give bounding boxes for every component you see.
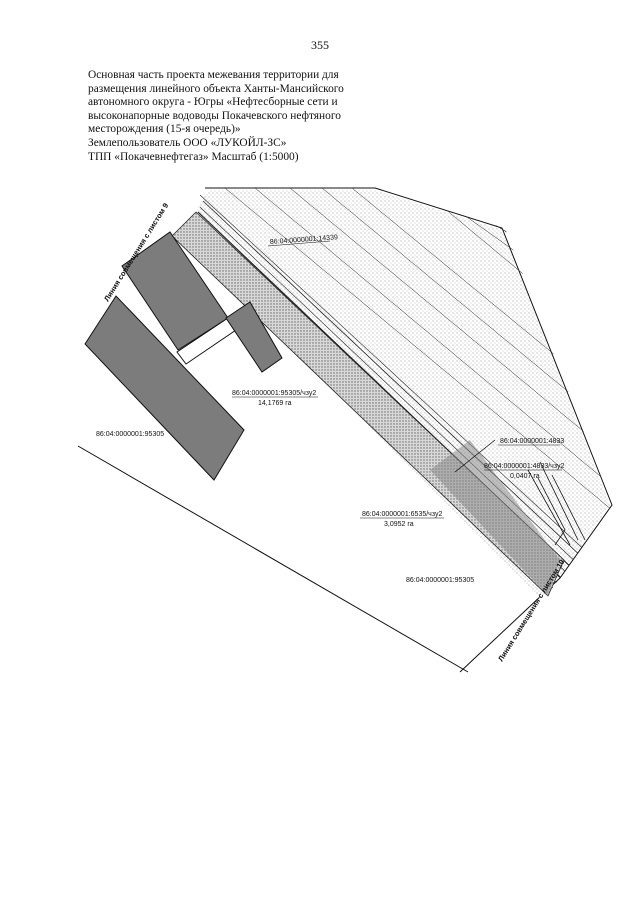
pad-parcel	[225, 301, 283, 373]
parcel-number: 86:04:0000001:14339	[270, 234, 339, 246]
parcel-boundary	[77, 445, 469, 673]
label-leaders	[232, 240, 562, 519]
right-of-way-band	[430, 440, 560, 596]
heading-line: Основная часть проекта межевания террито…	[88, 69, 339, 81]
document-heading: Основная часть проекта межевания террито…	[88, 69, 388, 164]
parcel-number: 86:04:0000001:4833/чзу2	[484, 463, 564, 470]
parcel-number: 86:04:0000001:95305/чзу2	[232, 390, 316, 397]
area-value: 0,0407 га	[510, 473, 540, 480]
parcel-4833-lines	[454, 439, 586, 546]
area-value: 14,1769 га	[258, 400, 292, 407]
parcel-number: 86:04:0000001:95305	[96, 431, 164, 438]
heading-line: автономного округа - Югры «Нефтесборные …	[88, 96, 338, 109]
pad-parcel	[121, 231, 229, 351]
land-user-line: Землепользователь ООО «ЛУКОЙЛ-ЗС»	[88, 136, 287, 149]
heading-line: размещения линейного объекта Ханты-Манси…	[88, 82, 344, 95]
page-number: 355	[311, 38, 329, 52]
parcel-number: 86:04:0000001:95305	[406, 577, 474, 584]
pad-parcel	[84, 295, 245, 481]
area-value: 3,0952 га	[384, 521, 414, 528]
heading-line: высоконапорные водоводы Покачевского неф…	[88, 109, 341, 122]
heading-line: месторождения (15-я очередь)»	[88, 123, 241, 136]
parcel-number: 86:04:0000001:6535/чзу2	[362, 511, 442, 518]
scale-line: ТПП «Покачевнефтегаз» Масштаб (1:5000)	[88, 150, 299, 163]
parcel-number: 86:04:0000001:4833	[500, 438, 564, 445]
